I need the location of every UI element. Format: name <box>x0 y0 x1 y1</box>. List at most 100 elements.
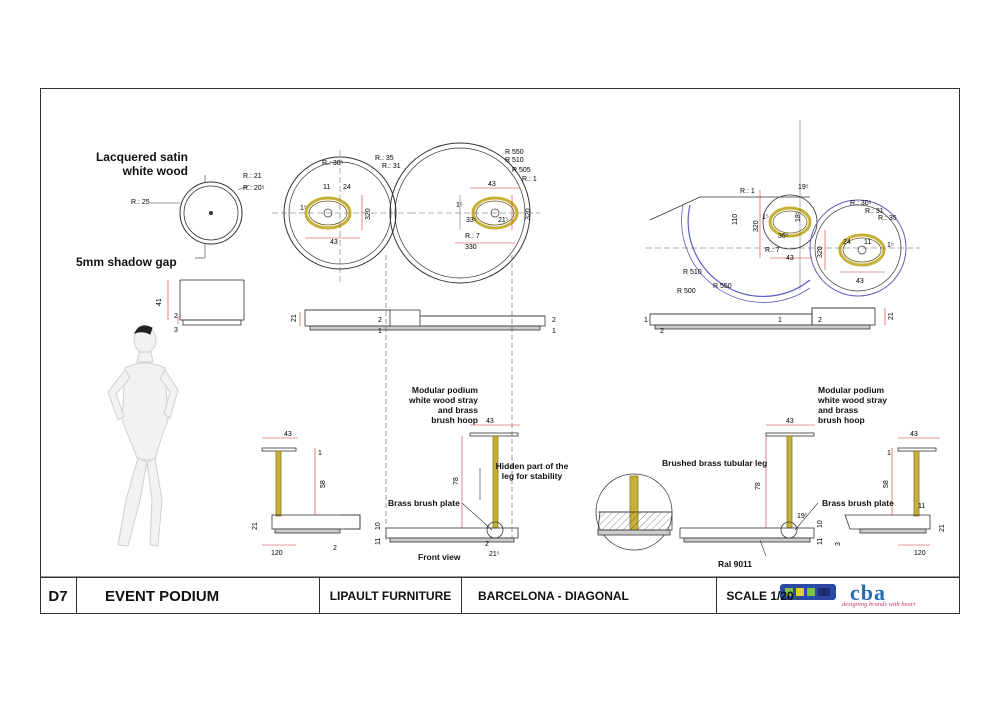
dim-r500: R 500 <box>677 288 696 295</box>
dim-43c: 43 <box>786 255 794 262</box>
drawing-scale: SCALE 1/20 <box>726 589 794 603</box>
dim-r1a: R.: 1 <box>522 176 537 183</box>
elevation-single-podium <box>167 279 245 326</box>
dim-58a: 58 <box>320 480 327 488</box>
dim-43e: 43 <box>284 431 292 438</box>
plan-diagonal-podium <box>646 120 920 303</box>
dim-78b: 78 <box>755 482 762 490</box>
front-view-center <box>385 424 520 543</box>
dim-320a: 320 <box>365 208 372 220</box>
plan-double-podium <box>272 142 540 284</box>
dim-15d: 1⁵ <box>887 242 894 249</box>
dim-1a: 1 <box>378 328 382 335</box>
dim-195a: 19⁵ <box>798 184 809 191</box>
dim-3a: 3 <box>174 327 178 334</box>
dim-r550b: R 550 <box>713 283 732 290</box>
callout-lacquered: Lacquered satin white wood <box>95 150 188 178</box>
dim-2e: 2 <box>818 317 822 324</box>
mannequin-figure <box>107 325 179 547</box>
dim-21d: 21 <box>939 524 946 532</box>
dim-11a: 11 <box>323 184 330 191</box>
front-view-right <box>679 424 815 543</box>
plan-single-podium <box>150 175 251 259</box>
dim-r25: R.: 25 <box>131 199 150 206</box>
dim-43d: 43 <box>856 278 864 285</box>
dim-r30a: R.: 30⁵ <box>322 160 344 167</box>
dim-110: 110 <box>732 214 739 225</box>
cba-logo: cba <box>850 580 886 605</box>
dim-43f: 43 <box>486 418 494 425</box>
dim-2c: 2 <box>552 317 556 324</box>
dim-r31b: R.: 31 <box>865 208 884 215</box>
dim-320d: 320 <box>817 246 824 258</box>
dim-15a: 1⁵ <box>300 205 307 212</box>
dim-78a: 78 <box>453 477 460 485</box>
dim-15b: 1⁵ <box>456 202 463 209</box>
dim-1c: 1 <box>644 317 648 324</box>
callout-ral: Ral 9011 <box>718 559 753 569</box>
callout-front-view: Front view <box>418 552 461 562</box>
dim-2g: 2 <box>485 541 489 548</box>
dim-335: 33⁵ <box>466 217 477 224</box>
callout-brass-plate-left: Brass brush plate <box>388 498 460 508</box>
callout-modular-left: Modular podium white wood stray and bras… <box>409 385 478 425</box>
dim-1f: 1 <box>887 450 891 457</box>
side-view-single-right <box>844 437 940 546</box>
dim-10b: 10 <box>817 520 824 528</box>
client-name: LIPAULT FURNITURE <box>320 578 462 614</box>
callout-brass-plate-right: Brass brush plate <box>822 498 894 508</box>
dim-18: 18⁵ <box>795 211 802 222</box>
callout-modular-right: Modular podium white wood stray and bras… <box>818 385 887 425</box>
dim-120a: 120 <box>271 550 283 557</box>
dim-2d: 2 <box>660 328 664 335</box>
dim-58b: 58 <box>883 480 890 488</box>
lipault-logo <box>780 584 836 600</box>
dim-2b: 2 <box>378 317 382 324</box>
dim-3b: 3 <box>835 542 842 546</box>
dim-21b: 21 <box>888 312 895 320</box>
dim-r510a: R 510 <box>505 157 524 164</box>
dim-120b: 120 <box>914 550 926 557</box>
dim-r7a: R.: 7 <box>465 233 480 240</box>
callout-brushed-leg: Brushed brass tubular leg <box>662 458 768 468</box>
dim-1e: 1 <box>318 450 322 457</box>
dim-1b: 1 <box>552 328 556 335</box>
dim-21c: 21 <box>252 522 259 530</box>
dim-r305b: R.: 30⁵ <box>850 200 872 207</box>
detail-circle-hidden-leg <box>595 473 673 551</box>
dim-r21: R.: 21 <box>243 173 262 180</box>
callout-hidden-part: Hidden part of the leg for stability <box>495 461 569 481</box>
dim-11b: 11 <box>864 239 871 246</box>
drawing-code: D7 <box>40 578 77 614</box>
dim-r7b: R.: 7 <box>765 247 780 254</box>
dim-2a: 2 <box>174 313 178 320</box>
dim-r1b: R.: 1 <box>740 188 755 195</box>
dim-r505: R 505 <box>512 167 531 174</box>
dim-43g: 43 <box>786 418 794 425</box>
dim-r550a: R 550 <box>505 149 524 156</box>
dim-43b: 43 <box>488 181 496 188</box>
drawing-title: EVENT PODIUM <box>77 578 320 614</box>
dim-15c: 1⁵ <box>762 214 769 221</box>
dim-1d: 1 <box>778 317 782 324</box>
dim-11c: 11 <box>375 538 382 545</box>
dim-r31a: R.: 31 <box>382 163 401 170</box>
dim-10a: 10 <box>375 522 382 530</box>
elevation-double-podium <box>299 255 546 540</box>
dim-24a: 24 <box>343 184 351 191</box>
side-view-single-left <box>261 437 361 546</box>
dim-330: 330 <box>465 244 477 251</box>
location-name: BARCELONA - DIAGONAL <box>462 578 717 614</box>
cba-tagline: designing brands with heart <box>842 601 916 608</box>
dim-43h: 43 <box>910 431 918 438</box>
dim-11e: 11 <box>918 503 925 510</box>
dim-r35b: R.: 35 <box>878 215 897 222</box>
dim-365: 36⁵ <box>778 233 789 240</box>
dim-320b: 320 <box>525 208 532 220</box>
dim-21a: 21 <box>291 314 298 322</box>
dim-24b: 24 <box>843 239 851 246</box>
dim-11d: 11 <box>817 538 824 545</box>
leader-lines <box>461 468 819 557</box>
dim-215b: 21⁵ <box>489 551 500 558</box>
